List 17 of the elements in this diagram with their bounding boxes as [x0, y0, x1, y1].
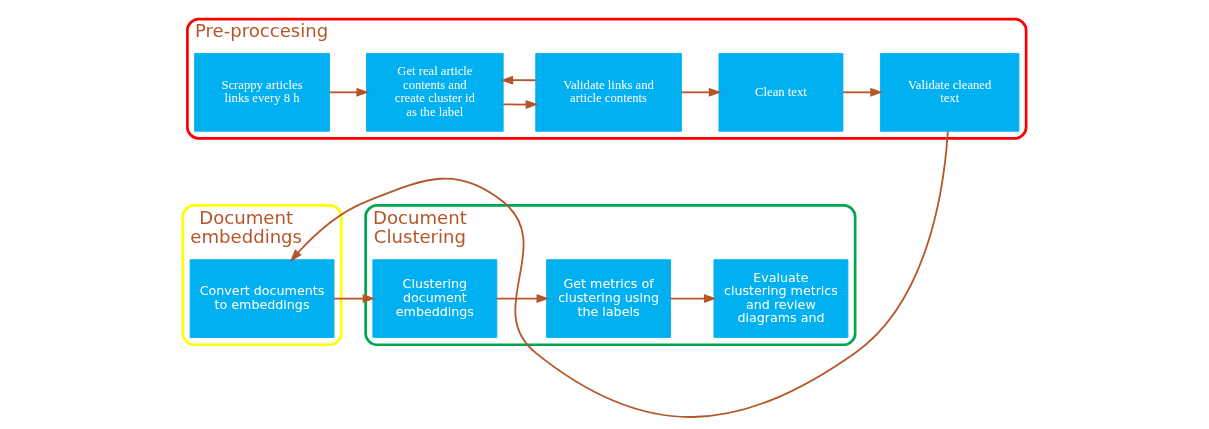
- arrow: [842, 87, 883, 97]
- node-box: Clean text: [718, 52, 844, 132]
- node-box: Evaluate clustering metrics and review diagrams and: [713, 259, 849, 338]
- node-box: Clustering document embeddings: [372, 259, 498, 338]
- node-box: Validate links and article contents: [535, 52, 682, 132]
- node-box: Scrappy articles links every 8 h: [194, 52, 330, 132]
- node-box: Validate cleaned text: [880, 52, 1020, 132]
- arrow: [328, 87, 370, 97]
- arrow: [333, 294, 376, 304]
- arrow: [680, 87, 722, 97]
- node-box: Get real article contents and create cluster id as the label: [366, 52, 504, 132]
- arrow: [495, 294, 550, 304]
- arrow: [502, 100, 539, 109]
- arrow: [500, 75, 537, 85]
- arrow: [669, 294, 717, 304]
- node-box: Convert documents to embeddings: [189, 259, 335, 338]
- node-box: Get metrics of clustering using the labels: [546, 259, 671, 338]
